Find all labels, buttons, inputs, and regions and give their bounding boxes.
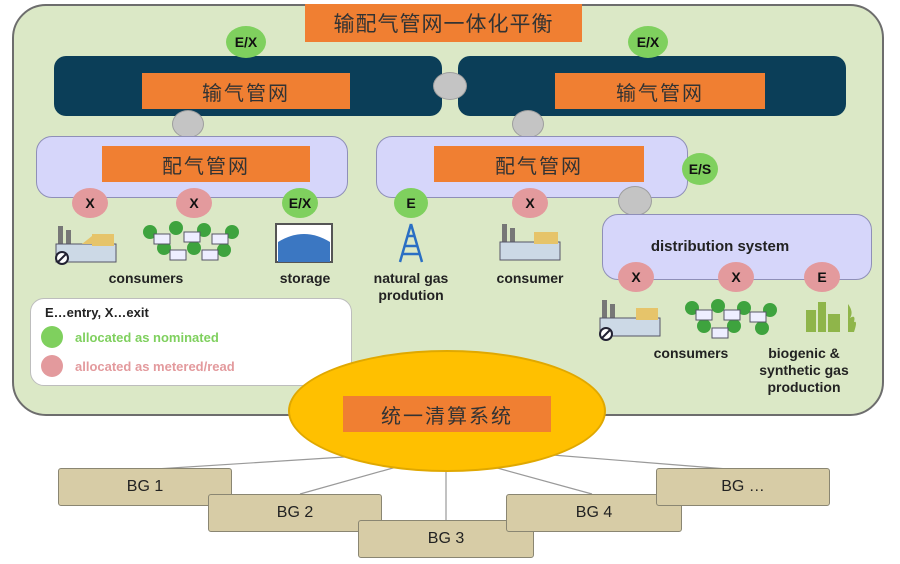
interconnection-point [433, 72, 467, 100]
entry-badge-natural-gas: E [394, 188, 428, 218]
biogas-plant-icon [806, 302, 856, 332]
connection-point-middle [512, 110, 544, 138]
ex-badge-storage: E/X [282, 188, 318, 218]
balance-group-4: BG 4 [506, 494, 682, 532]
legend-nominated-swatch [41, 326, 63, 348]
settlement-label: 统一清算系统 [343, 396, 551, 432]
legend-nominated-label: allocated as nominated [75, 330, 219, 345]
balance-group-1: BG 1 [58, 468, 232, 506]
ex-badge-right: E/X [628, 26, 668, 58]
exit-badge-consumers-2: X [176, 188, 212, 218]
diagram-title: 输配气管网一体化平衡 [305, 4, 582, 42]
exit-badge-ds-consumers-2: X [718, 262, 754, 292]
consumers-label-right: consumers [653, 345, 729, 361]
exit-badge-consumer: X [512, 188, 548, 218]
legend-title: E…entry, X…exit [45, 305, 149, 320]
entry-badge-biogenic: E [804, 262, 840, 292]
ex-badge-left: E/X [226, 26, 266, 58]
biogenic-label: biogenic & synthetic gas production [759, 345, 849, 395]
consumers-label-left: consumers [108, 270, 184, 286]
distribution-label-left: 配气管网 [102, 146, 310, 182]
factory-icon [55, 226, 117, 265]
es-badge: E/S [682, 153, 718, 185]
legend: E…entry, X…exit allocated as nominated a… [30, 298, 352, 386]
natural-gas-label: natural gas prodution [373, 270, 449, 303]
houses-icon [143, 221, 239, 261]
distribution-label-middle: 配气管网 [434, 146, 644, 182]
distribution-system-label: distribution system [650, 238, 790, 255]
legend-metered-label: allocated as metered/read [75, 359, 235, 374]
consumer-label-middle: consumer [496, 270, 564, 286]
balance-group-3: BG 3 [358, 520, 534, 558]
balance-group-more: BG … [656, 468, 830, 506]
connection-point-distribution-system [618, 186, 652, 216]
balance-group-2: BG 2 [208, 494, 382, 532]
legend-metered-swatch [41, 355, 63, 377]
factory-icon-middle [499, 224, 561, 261]
transmission-label-right: 输气管网 [555, 73, 765, 109]
storage-label: storage [279, 270, 331, 286]
transmission-label-left: 输气管网 [142, 73, 350, 109]
houses-icon-right [685, 299, 777, 339]
storage-icon [275, 223, 333, 263]
gas-well-icon [398, 223, 424, 263]
factory-icon-right [599, 300, 661, 341]
exit-badge-ds-consumers: X [618, 262, 654, 292]
exit-badge-consumers: X [72, 188, 108, 218]
